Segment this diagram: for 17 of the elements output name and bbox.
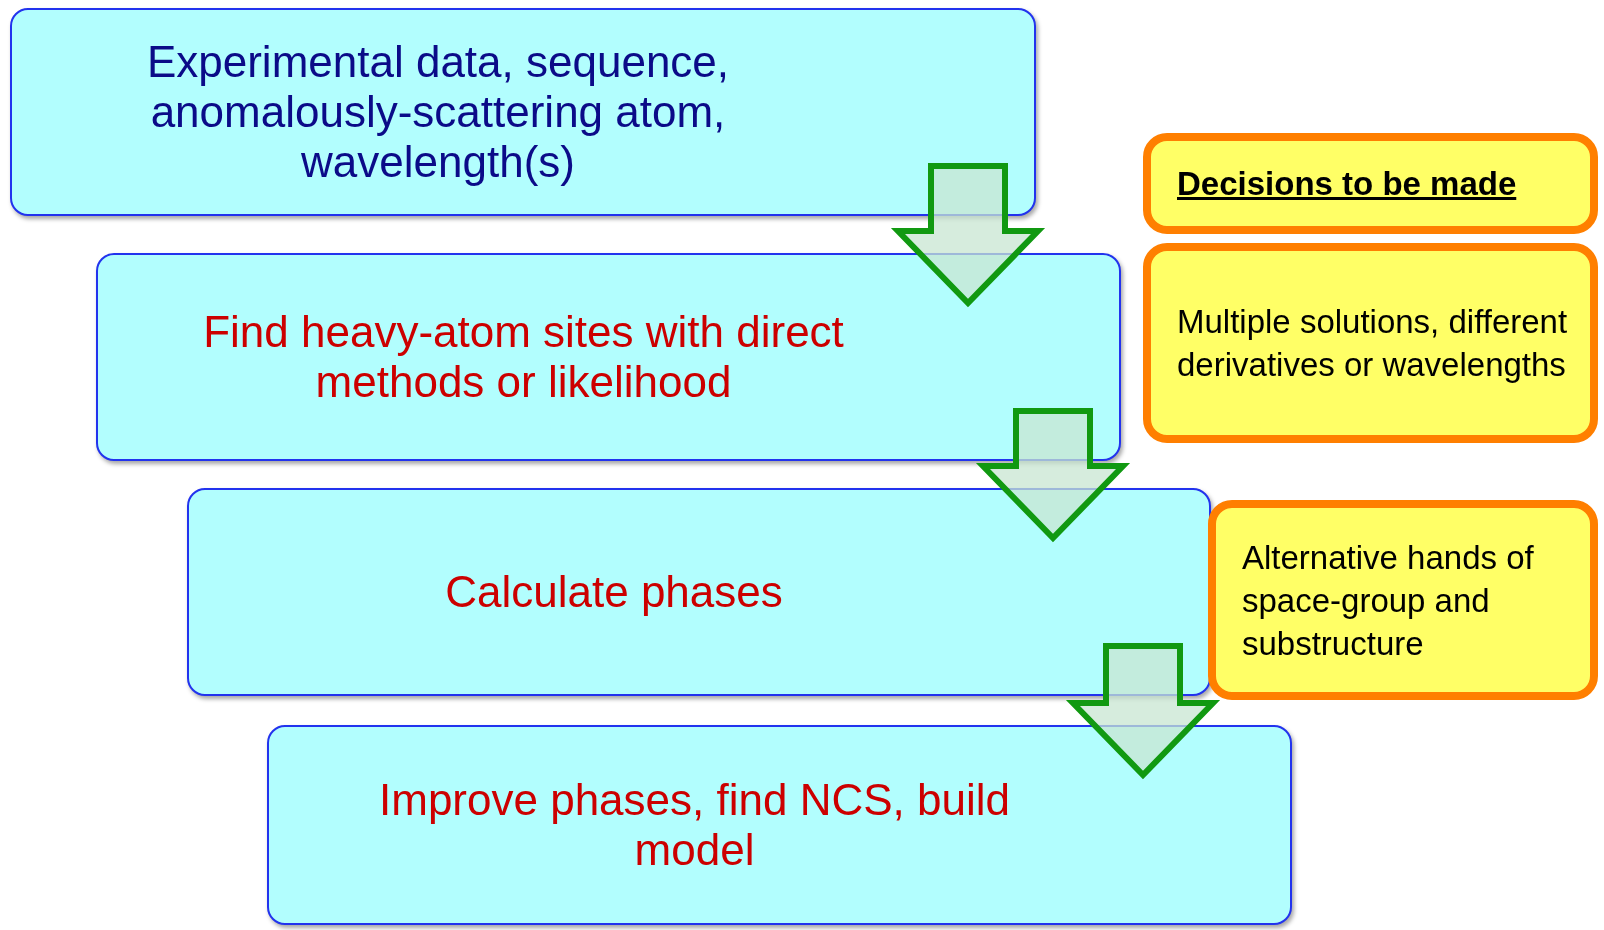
process-box	[96, 253, 1121, 461]
block-arrow	[890, 163, 1046, 308]
note-box	[1143, 243, 1598, 443]
process-box	[10, 8, 1036, 216]
process-box	[187, 488, 1211, 696]
block-arrow	[975, 408, 1131, 543]
step-text: Experimental data, sequence, anomalously-scattering atom, wavelength(s)	[145, 37, 731, 187]
note-text: Alternative hands of space-group and substructure	[1242, 537, 1535, 664]
heading-text: Decisions to be made	[1177, 164, 1517, 203]
note-text: Multiple solutions, different derivatives or wavelengths	[1177, 302, 1569, 385]
step-text: Calculate phases	[445, 567, 783, 617]
step-text: Improve phases, find NCS, build model	[378, 775, 1011, 875]
note-box	[1208, 500, 1598, 700]
step-text: Find heavy-atom sites with direct methods or likelihood	[202, 307, 845, 407]
block-arrow	[1065, 643, 1221, 780]
heading-box	[1143, 133, 1598, 234]
process-box	[267, 725, 1292, 925]
